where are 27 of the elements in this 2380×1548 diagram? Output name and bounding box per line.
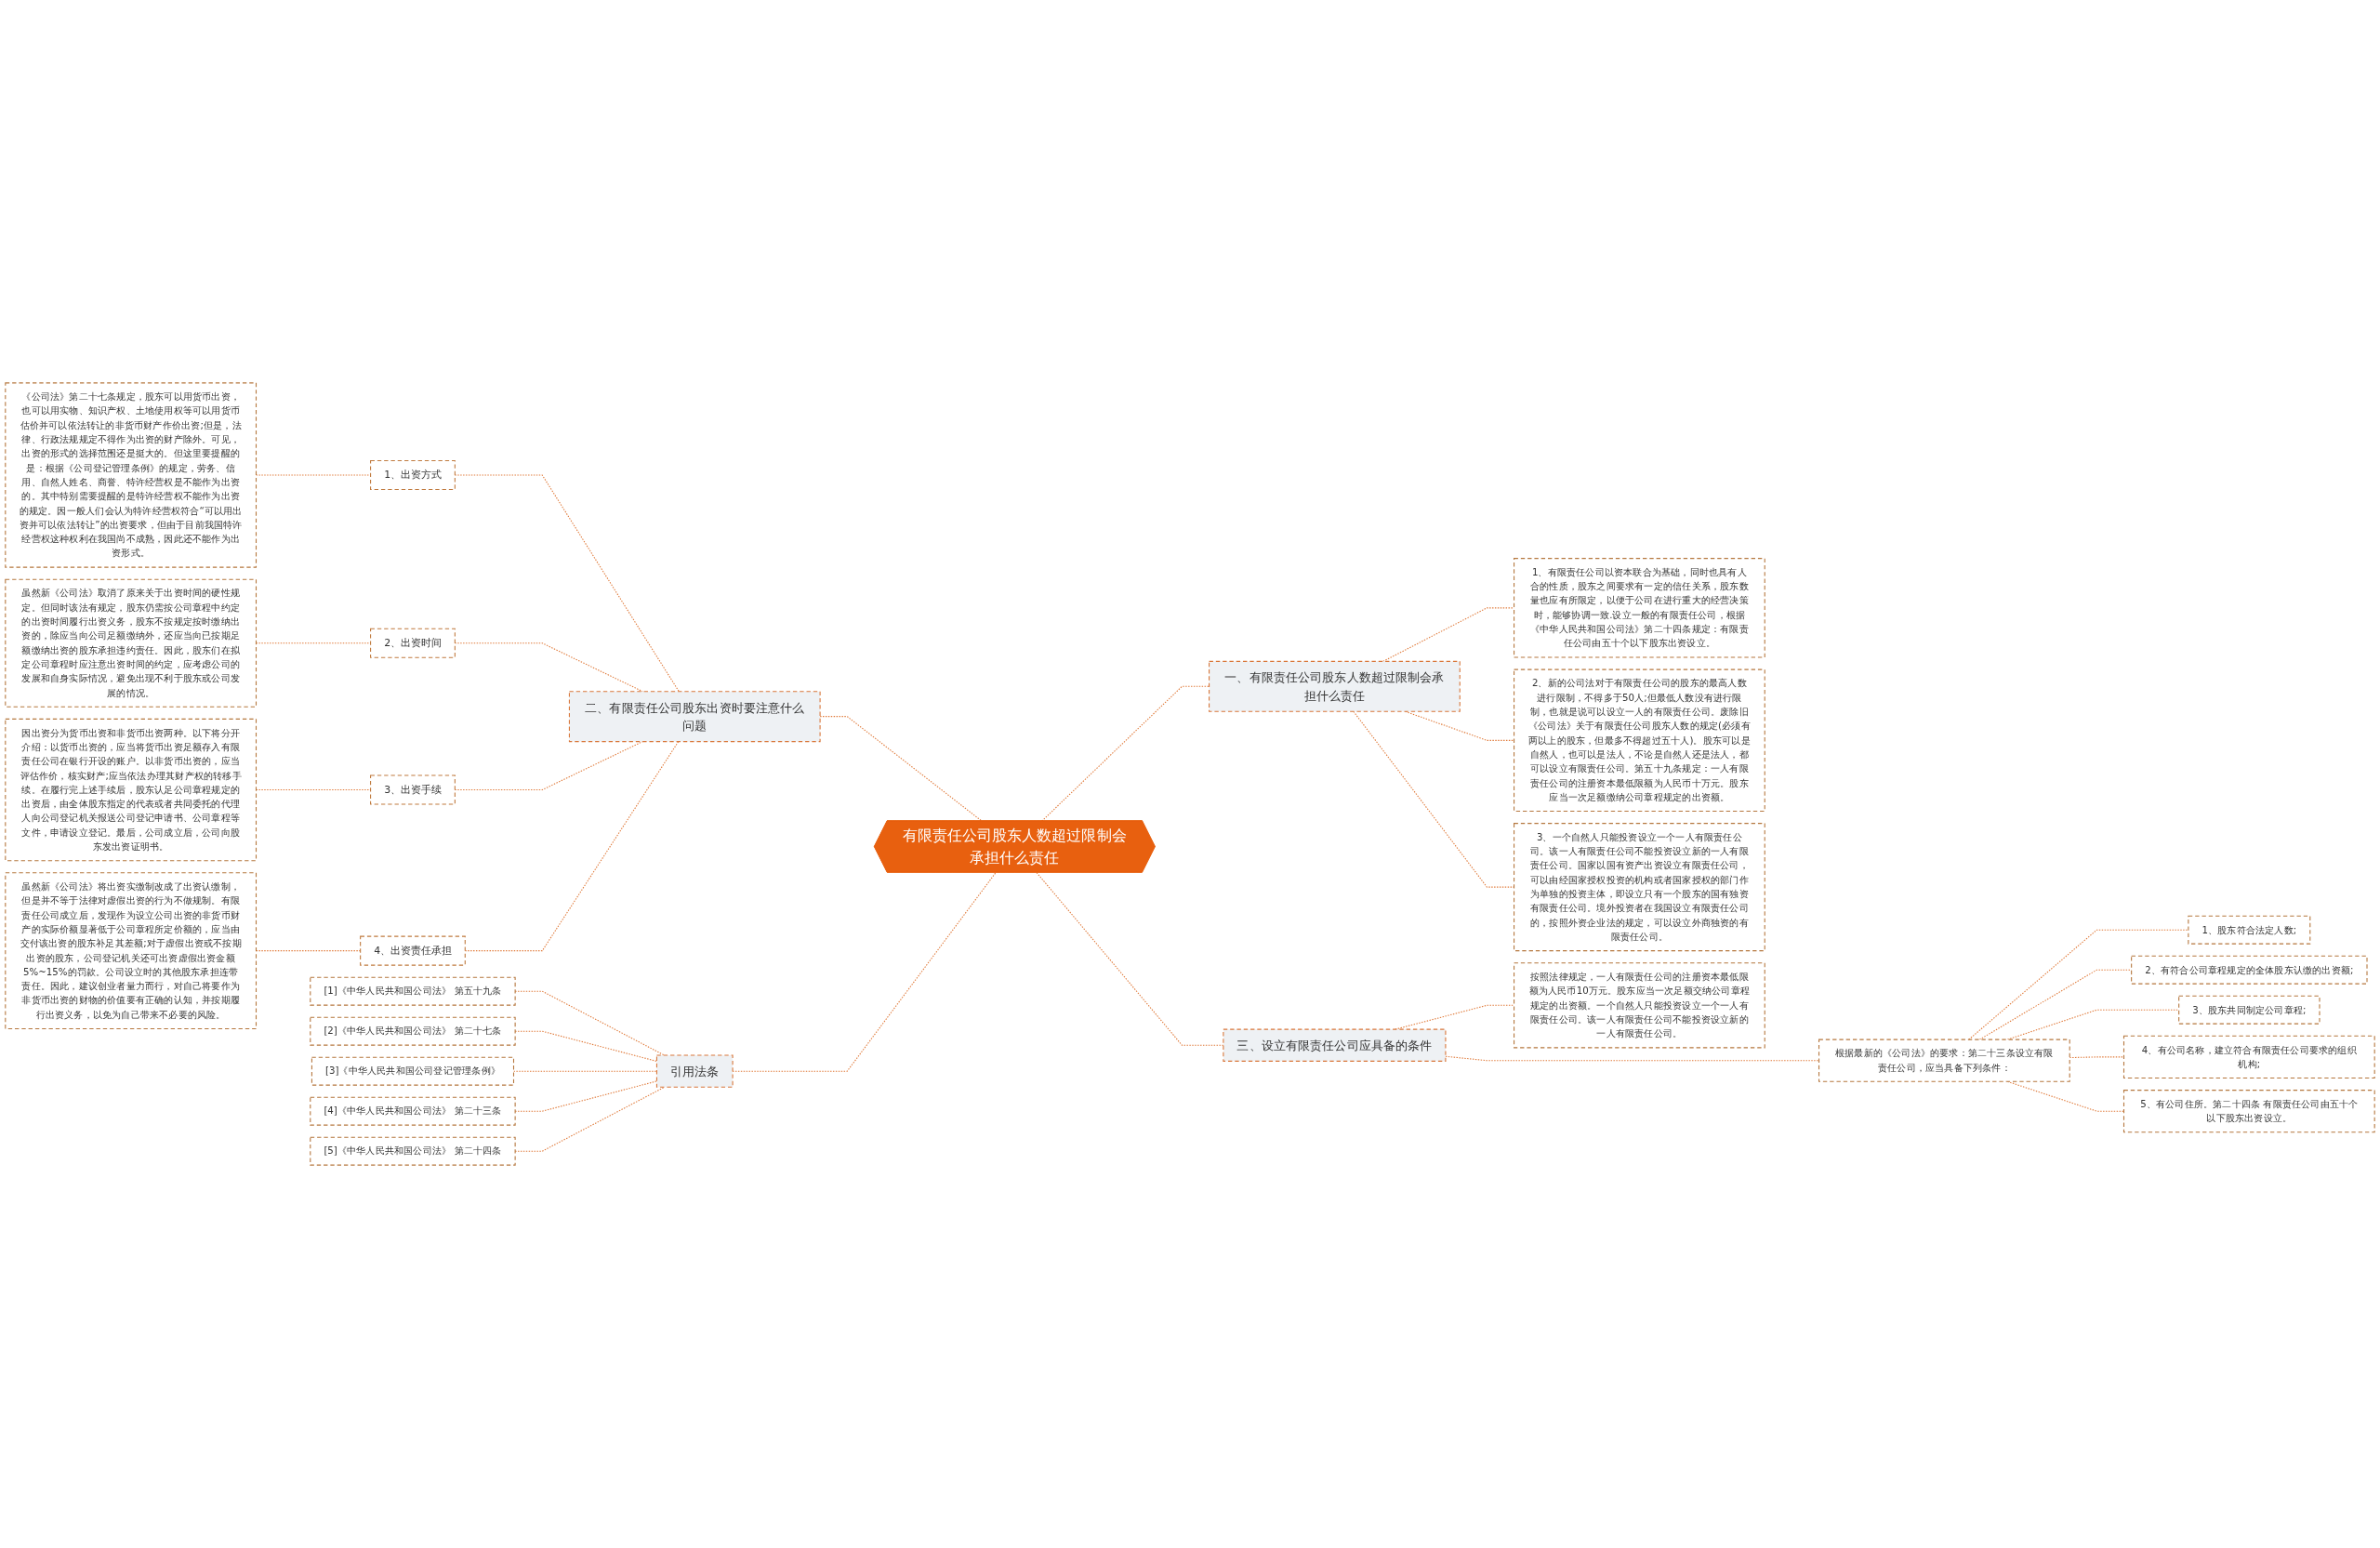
node-box: 2、新的公司法对于有限责任公司的股东的最高人数进行限制，不得多于50人;但最低人数没有进行限制，也就是说可以设立一人的有限责任公司。废除旧《公司法》关于有限责任公司股东人数的规定(必须有两以上的股东，但最多不得超过五十人)。股东可以是自然人，也可以是法人，不论是自然人还是法人，都可以设立有限责任公司。第五十九条规定：一人有限责任公司的注册资本最低限额为人民币十万元。股东应当一次足额缴纳公司章程规定的出资额。 bbox=[1514, 668, 1765, 813]
node-box: 4、出资责任承担 bbox=[360, 935, 466, 966]
node-box: [1]《中华人民共和国公司法》 第五十九条 bbox=[310, 976, 516, 1006]
node-box: 三、设立有限责任公司应具备的条件 bbox=[1223, 1028, 1447, 1062]
node-box: [4]《中华人民共和国公司法》 第二十三条 bbox=[310, 1096, 516, 1126]
node-box: 1、出资方式 bbox=[370, 459, 456, 491]
node-box: 因出资分为货币出资和非货币出资两种。以下将分开介绍：以货币出资的，应当将货币出资足额存入有限责任公司在银行开设的账户。以非货币出资的，应当评估作价，核实财产;应当依法办理其财产权的转移手续。在履行完上述手续后，股东认足公司章程规定的出资后，由全体股东指定的代表或者共同委托的代理人向公司登记机关报送公司登记申请书、公司章程等文件，申请设立登记。最后，公司成立后，公司向股东发出资证明书。 bbox=[5, 718, 258, 862]
node-box: 3、股东共同制定公司章程; bbox=[2178, 995, 2320, 1025]
node-box: 根据最新的《公司法》的要求：第二十三条设立有限责任公司，应当具备下列条件： bbox=[1818, 1039, 2070, 1082]
node-box: 4、有公司名称，建立符合有限责任公司要求的组织机构; bbox=[2122, 1035, 2375, 1078]
node-box: 一、有限责任公司股东人数超过限制会承担什么责任 bbox=[1209, 660, 1461, 712]
node-box: 5、有公司住所。第二十四条 有限责任公司由五十个以下股东出资设立。 bbox=[2122, 1090, 2375, 1133]
node-box: 二、有限责任公司股东出资时要注意什么问题 bbox=[568, 691, 821, 743]
node-box: [5]《中华人民共和国公司法》 第二十四条 bbox=[310, 1136, 516, 1166]
node-box: 3、出资手续 bbox=[370, 774, 456, 805]
node-box: 2、有符合公司章程规定的全体股东认缴的出资额; bbox=[2131, 955, 2368, 985]
node-box: 按照法律规定，一人有限责任公司的注册资本最低限额为人民币10万元。股东应当一次足额交纳公司章程规定的出资额。一个自然人只能投资设立一个一人有限责任公司。该一人有限责任公司不能投资设立新的一人有限责任公司。 bbox=[1514, 962, 1765, 1049]
node-box: 1、有限责任公司以资本联合为基础，同时也具有人合的性质，股东之间要求有一定的信任关系，股东数量也应有所限定，以便于公司在进行重大的经营决策时，能够协调一致.设立一般的有限责任公司，根据《中华人民共和国公司法》第二十四条规定：有限责任公司由五十个以下股东出资设立。 bbox=[1514, 558, 1765, 658]
node-box: 3、一个自然人只能投资设立一个一人有限责任公司。该一人有限责任公司不能投资设立新的一人有限责任公司。国家以国有资产出资设立有限责任公司，可以由经国家授权投资的机构或者国家授权的部门作为单独的投资主体，即设立只有一个股东的国有独资有限责任公司。境外投资者在我国设立有限责任公司的，按照外资企业法的规定，可以设立外商独资的有限责任公司。 bbox=[1514, 823, 1765, 952]
node-box: 虽然新《公司法》取消了原来关于出资时间的硬性规定。但同时该法有规定，股东仍需按公司章程中约定的出资时间履行出资义务，股东不按规定按时缴纳出资的，除应当向公司足额缴纳外，还应当向已按期足额缴纳出资的股东承担违约责任。因此，股东们在拟定公司章程时应注意出资时间的约定，应考虑公司的发展和自身实际情况，避免出现不利于股东或公司发展的情况。 bbox=[5, 578, 258, 708]
node-box: 2、出资时间 bbox=[370, 628, 456, 658]
node-box: [3]《中华人民共和国公司登记管理条例》 bbox=[311, 1056, 515, 1086]
node-box: [2]《中华人民共和国公司法》 第二十七条 bbox=[310, 1016, 516, 1046]
node-box: 虽然新《公司法》将出资实缴制改成了出资认缴制，但是并不等于法律对虚假出资的行为不做规制。有限责任公司成立后，发现作为设立公司出资的非货币财产的实际价额显著低于公司章程所定价额的，应当由交付该出资的股东补足其差额;对于虚假出资或不按期出资的股东，公司登记机关还可出资虚假出资金额5%~15%的罚款。公司设立时的其他股东承担连带责任。因此，建议创业者量力而行，对自己将要作为非货币出资的财物的价值要有正确的认知，并按期履行出资义务，以免为自己带来不必要的风险。 bbox=[5, 872, 258, 1029]
node-box: 《公司法》第二十七条规定，股东可以用货币出资，也可以用实物、知识产权、土地使用权等可以用货币估价并可以依法转让的非货币财产作价出资;但是，法律、行政法规规定不得作为出资的财产除外。可见，出资的形式的选择范围还是挺大的。但这里要提醒的是：根据《公司登记管理条例》的规定，劳务、信用、自然人姓名、商誉、特许经营权是不能作为出资的。其中特别需要提醒的是特许经营权不能作为出资的规定。因一般人们会认为特许经营权符合“可以用出资并可以依法转让”的出资要求，但由于目前我国特许经营权这种权利在我国尚不成熟，因此还不能作为出资形式。 bbox=[5, 382, 258, 568]
node-box: 引用法条 bbox=[655, 1054, 734, 1088]
node-box: 1、股东符合法定人数; bbox=[2188, 915, 2311, 945]
